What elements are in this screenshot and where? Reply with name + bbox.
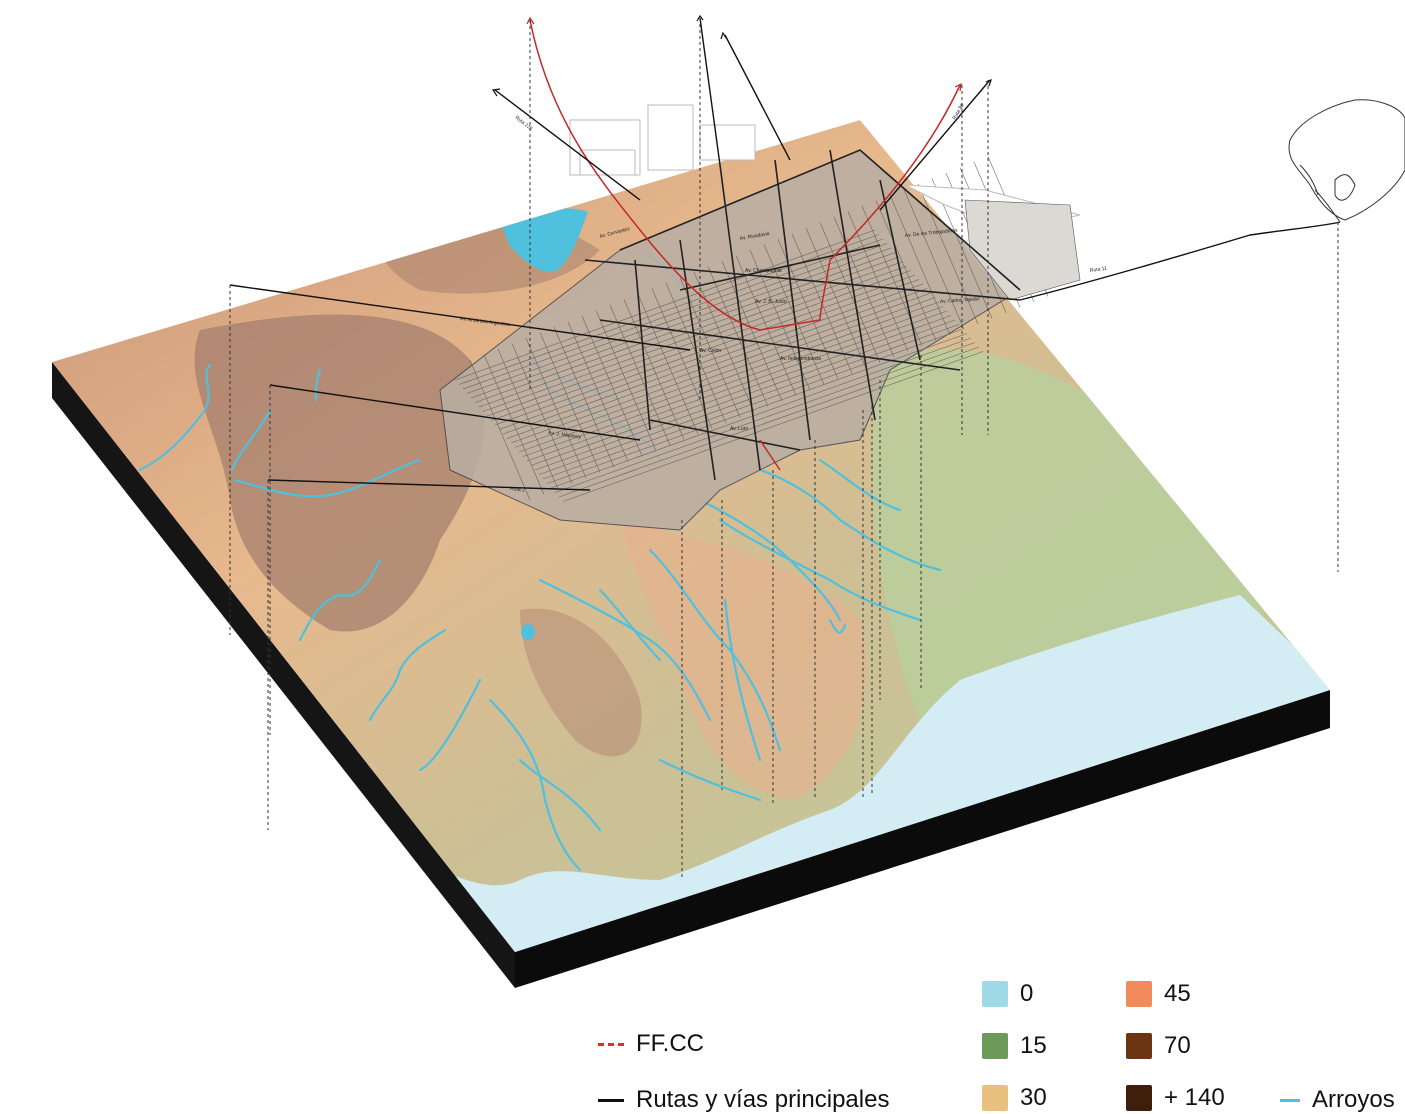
legend-elevation-140: + 140 xyxy=(1126,1084,1225,1112)
street-label: Av. J. Newbery xyxy=(548,430,582,441)
lagoon xyxy=(521,624,535,640)
street-label: Ruta 2 xyxy=(510,486,525,494)
legend-value: + 140 xyxy=(1164,1084,1225,1111)
eastern-grid xyxy=(964,199,1081,301)
solid-line-icon xyxy=(598,1098,624,1102)
legend-value: 70 xyxy=(1164,1032,1191,1059)
color-swatch xyxy=(1126,981,1152,1007)
legend-elevation-0: 0 xyxy=(982,980,1033,1008)
leader-lines xyxy=(229,18,1339,880)
legend-railway: FF.CC xyxy=(598,1030,704,1058)
legend-value: 15 xyxy=(1020,1032,1047,1059)
high-relief-zone xyxy=(194,314,485,632)
legend-streams-label: Arroyos xyxy=(1312,1086,1395,1113)
color-swatch xyxy=(1126,1033,1152,1059)
legend-value: 45 xyxy=(1164,980,1191,1007)
dashed-line-icon xyxy=(598,1042,624,1046)
legend-value: 0 xyxy=(1020,980,1034,1007)
legend-elevation-30: 30 xyxy=(982,1084,1047,1112)
legend-streams: Arroyos xyxy=(1280,1086,1395,1114)
legend-elevation-45: 45 xyxy=(1126,980,1191,1008)
lake xyxy=(500,208,588,272)
legend-roads: Rutas y vías principales xyxy=(598,1086,889,1114)
legend-value: 30 xyxy=(1020,1084,1047,1111)
slab-right-side xyxy=(515,690,1330,988)
color-swatch xyxy=(982,1085,1008,1111)
legend-railway-label: FF.CC xyxy=(636,1030,704,1057)
stream-line-icon xyxy=(1280,1098,1300,1102)
street-label: Av. Champagnat xyxy=(745,268,782,274)
street-labels: Av. Cervantes Av. Rivadavia Av. Antártid… xyxy=(460,103,1108,494)
street-label: Av. Colón xyxy=(700,348,721,354)
street-label: Av. De los Trabajadores xyxy=(905,227,959,239)
color-swatch xyxy=(982,981,1008,1007)
street-label: Av. Rivadavia xyxy=(739,231,770,242)
street-label: Av. Independencia xyxy=(780,356,821,362)
street-label: Av. Carlos Tejedor xyxy=(940,296,981,305)
high-relief-zone xyxy=(520,608,642,757)
railways xyxy=(529,19,961,471)
hand-sketch xyxy=(1288,99,1405,223)
sea xyxy=(360,595,1330,952)
color-swatch xyxy=(1126,1085,1152,1111)
street-label: Av. J. B. Justo xyxy=(755,299,787,305)
legend-elevation-15: 15 xyxy=(982,1032,1047,1060)
street-label: Av. Luro xyxy=(730,426,748,432)
regional-routes xyxy=(229,17,1341,491)
legend-elevation-70: 70 xyxy=(1126,1032,1191,1060)
route-arrowheads xyxy=(491,14,992,97)
rail-arrowheads xyxy=(526,16,962,92)
legend-roads-label: Rutas y vías principales xyxy=(636,1086,890,1113)
street-label: Ruta 11 xyxy=(1089,266,1107,274)
color-swatch xyxy=(982,1033,1008,1059)
slab-left-side xyxy=(52,362,515,988)
